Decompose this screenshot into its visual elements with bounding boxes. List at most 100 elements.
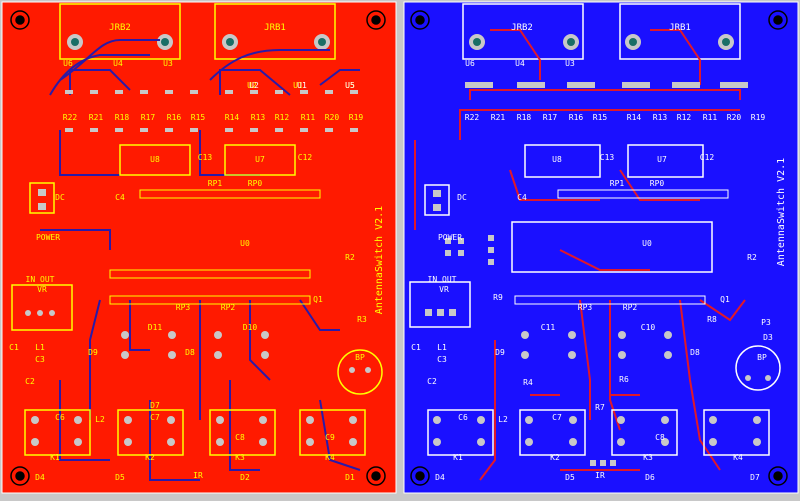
silk-label-l2: L2 (498, 415, 508, 424)
silk-label-c2: C2 (25, 377, 35, 386)
silk-label-d9: D9 (495, 348, 505, 357)
silk-label-r15: R15 (191, 113, 206, 122)
silk-label-r20: R20 (727, 113, 742, 122)
silk-label-r16: R16 (569, 113, 584, 122)
silk-label-q1: Q1 (313, 295, 323, 304)
silk-label-rp3: RP3 (176, 303, 191, 312)
traces (40, 39, 361, 481)
silk-label-r3: R3 (357, 315, 367, 324)
ir-header (590, 460, 616, 466)
traces (414, 29, 746, 481)
silk-label-r21: R21 (89, 113, 104, 122)
silk-label-rp1: RP1 (610, 179, 625, 188)
silk-label-r12: R12 (275, 113, 290, 122)
silk-label-c6: C6 (55, 413, 65, 422)
dc-jack (424, 184, 450, 216)
silk-label-u6: U6 (63, 59, 73, 68)
silk-label-u8: U8 (552, 155, 562, 164)
silk-label-d1: D1 (345, 473, 355, 482)
silk-label-k1: K1 (50, 453, 60, 462)
silk-label-c2: C2 (427, 377, 437, 386)
silk-label-rp1: RP1 (208, 179, 223, 188)
buzzer (735, 345, 781, 391)
silk-label-u4: U4 (515, 59, 525, 68)
silk-label-rp3: RP3 (578, 303, 593, 312)
silk-label-power: POWER (438, 233, 462, 242)
silk-label-d3: D3 (763, 333, 773, 342)
resistor-array-left (65, 90, 358, 132)
silk-label-bp: BP (355, 353, 365, 362)
silk-label-r17: R17 (141, 113, 156, 122)
silk-label-r11: R11 (703, 113, 718, 122)
silk-label-r8: R8 (707, 315, 717, 324)
connector-jrb1 (214, 3, 336, 60)
board-title: AntennaSwitch V2.1 (776, 158, 787, 266)
silk-label-r14: R14 (225, 113, 240, 122)
silk-label-r11: R11 (301, 113, 316, 122)
silk-label-d5: D5 (115, 473, 125, 482)
silk-label-c1: C1 (411, 343, 421, 352)
silk-label-u5: U5 (345, 81, 355, 90)
silk-label-c9: C9 (325, 433, 335, 442)
silk-label-d9: D9 (88, 348, 98, 357)
header-rp1-rp0 (557, 189, 729, 199)
silk-label-d6: D6 (645, 473, 655, 482)
silk-label-u0: U0 (642, 239, 652, 248)
silk-label-bp: BP (757, 353, 767, 362)
silk-label-c8: C8 (655, 433, 665, 442)
silk-label-vr: VR (37, 285, 47, 294)
relay-pads (31, 416, 357, 446)
silk-label-k3: K3 (235, 453, 245, 462)
ic-u0 (511, 221, 713, 273)
silk-label-d7: D7 (750, 473, 760, 482)
resistor-array-right (465, 82, 748, 88)
silk-label-d4: D4 (435, 473, 445, 482)
mid-relay-pads (121, 331, 269, 359)
silk-label-c13: C13 (600, 153, 615, 162)
silk-label-in-out: IN OUT (428, 275, 457, 284)
silk-label-c8: C8 (235, 433, 245, 442)
silk-label-c12: C12 (700, 153, 715, 162)
silk-label-c12: C12 (298, 153, 313, 162)
silk-label-u7: U7 (657, 155, 667, 164)
silk-label-ir: IR (595, 471, 605, 480)
ic-u7 (224, 144, 296, 176)
silk-label-c11: C11 (541, 323, 556, 332)
silk-label-r17: R17 (543, 113, 558, 122)
silk-label-ir: IR (193, 471, 203, 480)
silk-label-c3: C3 (35, 355, 45, 364)
silk-label-k2: K2 (550, 453, 560, 462)
connector-label-jrb2: JRB2 (511, 23, 533, 33)
silk-label-c7: C7 (552, 413, 562, 422)
power-header (445, 235, 494, 265)
silk-label-k3: K3 (643, 453, 653, 462)
silk-label-k1: K1 (453, 453, 463, 462)
silk-label-rp2: RP2 (623, 303, 638, 312)
relays-bottom-row (24, 409, 366, 456)
board-top-layer: U6U4U3U2U1U5R22R21R18R17R16R15R14R13R12R… (249, 1, 799, 494)
silk-label-u6: U6 (465, 59, 475, 68)
silk-label-r19: R19 (751, 113, 766, 122)
silk-label-c3: C3 (437, 355, 447, 364)
silk-label-rp2: RP2 (221, 303, 236, 312)
connector-label-jrb2: JRB2 (109, 23, 131, 33)
header-rp1-rp0 (139, 189, 321, 199)
silk-label-dc: DC (55, 193, 65, 202)
silk-label-u3: U3 (565, 59, 575, 68)
connector-jrb2 (59, 3, 181, 60)
silk-label-k4: K4 (325, 453, 335, 462)
silk-label-d10: D10 (243, 323, 258, 332)
silk-label-d2: D2 (240, 473, 250, 482)
ic-u8 (119, 144, 191, 176)
voltage-regulator (409, 281, 471, 328)
silk-label-rp0: RP0 (248, 179, 263, 188)
silk-label-r18: R18 (115, 113, 130, 122)
relay-pads (433, 416, 761, 446)
silk-label-r22: R22 (63, 113, 78, 122)
ic-u7 (627, 144, 704, 178)
silk-label-u0: U0 (240, 239, 250, 248)
silk-label-d11: D11 (148, 323, 163, 332)
silk-label-u5: U5 (345, 81, 355, 90)
